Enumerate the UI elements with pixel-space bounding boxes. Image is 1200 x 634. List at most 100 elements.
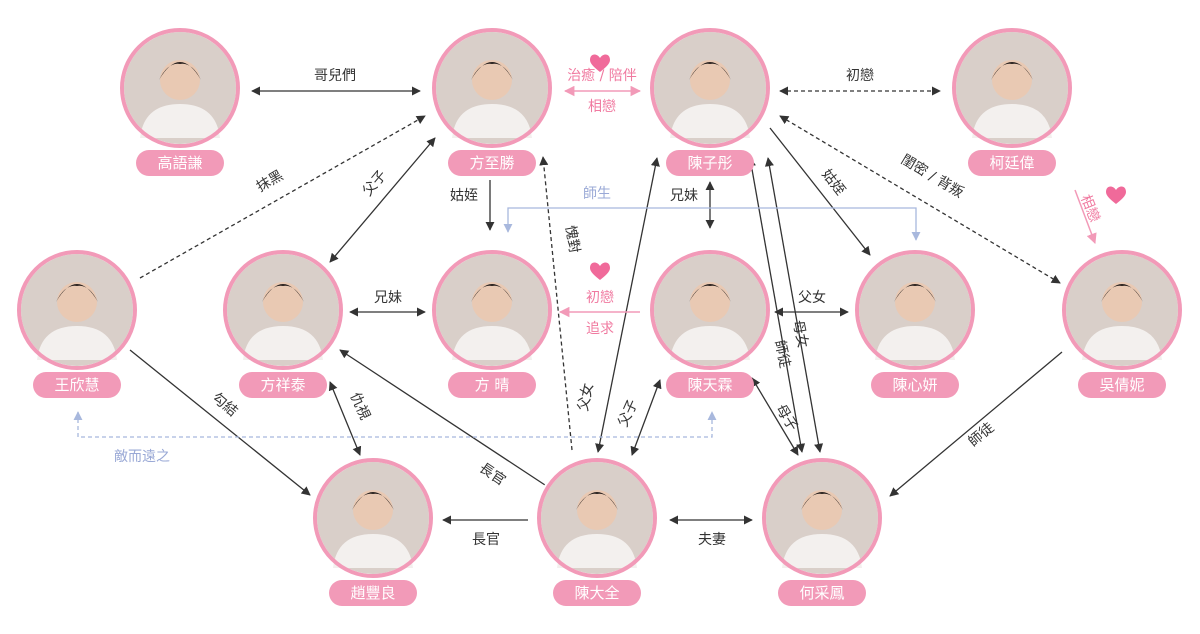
edge-daquan-tianlin — [630, 379, 662, 456]
person-hair-icon — [689, 62, 731, 80]
label-tianlin-xinyan: 父女 — [798, 289, 826, 306]
person-hair-icon — [471, 284, 513, 302]
character-name: 方祥泰 — [260, 376, 305, 394]
label-siblings: 兄妹 — [670, 188, 698, 204]
person-hair-icon — [991, 62, 1033, 80]
name-tag — [778, 580, 866, 606]
name-tag — [1078, 372, 1166, 398]
label-daquan-tianlin: 父子 — [615, 397, 641, 429]
person-body-icon — [333, 534, 413, 568]
character-name: 陳大全 — [574, 584, 619, 602]
character-node-zitong: 陳子彤 — [648, 26, 772, 176]
person-head-icon — [1102, 282, 1142, 322]
name-tag — [448, 372, 536, 398]
name-tag — [239, 372, 327, 398]
character-name: 王欣慧 — [54, 376, 99, 394]
label-first-love: 初戀 — [846, 67, 874, 84]
edge-xinhui-fengliang — [129, 349, 311, 496]
avatar-ring — [952, 28, 1072, 148]
avatar-ring — [223, 250, 343, 370]
character-node-tingwei: 柯廷偉 — [950, 26, 1074, 176]
character-name: 陳子彤 — [687, 154, 732, 172]
person-head-icon — [577, 490, 617, 530]
heart-icon — [590, 262, 610, 280]
name-tag — [33, 372, 121, 398]
love-edges — [558, 85, 1097, 318]
label-tingwei-qianni: 相戀 — [1077, 193, 1102, 225]
person-hair-icon — [352, 492, 394, 510]
name-tag — [666, 372, 754, 398]
person-hair-icon — [1101, 284, 1143, 302]
edge-caifeng-tianlin — [751, 377, 799, 456]
person-head-icon — [895, 282, 935, 322]
character-name: 趙豐良 — [350, 584, 395, 602]
person-hair-icon — [56, 284, 98, 302]
edge-qianni-caifeng — [889, 351, 1063, 497]
edge-zitong-xinyan — [769, 127, 871, 256]
label-close-betray: 閨密 / 背叛 — [898, 151, 966, 201]
name-tag — [666, 150, 754, 176]
person-hair-icon — [689, 284, 731, 302]
character-name: 陳心妍 — [892, 376, 937, 394]
label-qing-first-love: 初戀 — [586, 289, 614, 306]
label-father-son: 父子 — [360, 168, 390, 200]
label-teacher-student: 師生 — [583, 186, 611, 202]
heart-icon — [1106, 186, 1126, 204]
person-head-icon — [690, 282, 730, 322]
character-name: 吳倩妮 — [1099, 376, 1144, 394]
character-node-xinyan: 陳心妍 — [853, 248, 977, 398]
label-gao-zhisheng: 哥兒們 — [314, 68, 356, 84]
label-aunt-niece: 姑姪 — [818, 167, 848, 199]
name-tag — [136, 150, 224, 176]
edge-tingwei-qianni — [1074, 189, 1097, 244]
label-hostile: 仇視 — [346, 390, 372, 422]
label-pursue: 追求 — [586, 321, 614, 337]
character-node-qing: 方 晴 — [430, 248, 554, 398]
character-name: 方至勝 — [469, 154, 514, 172]
person-hair-icon — [159, 62, 201, 80]
character-node-xiangtai: 方祥泰 — [221, 248, 345, 398]
label-smear: 抹黑 — [254, 168, 286, 196]
edge-zhisheng-xiangtai — [329, 137, 436, 263]
avatar-ring — [313, 458, 433, 578]
avatar-ring — [762, 458, 882, 578]
teacher-student-edge — [503, 207, 921, 241]
person-head-icon — [472, 282, 512, 322]
character-name: 陳天霖 — [687, 376, 732, 394]
label-superior-1: 長官 — [476, 460, 508, 489]
character-node-daquan: 陳大全 — [535, 456, 659, 606]
avatar-ring — [432, 28, 552, 148]
person-body-icon — [670, 326, 750, 360]
heart-icon — [590, 54, 610, 72]
name-tag — [968, 150, 1056, 176]
avatar-ring — [432, 250, 552, 370]
character-nodes: 高語謙方至勝陳子彤柯廷偉王欣慧方祥泰方 晴陳天霖陳心妍吳倩妮趙豐良陳大全何采鳳 — [15, 26, 1184, 606]
label-enemy: 敵而遠之 — [114, 449, 170, 465]
label-qianni-caifeng: 師徒 — [966, 420, 998, 450]
avatar-ring — [537, 458, 657, 578]
person-body-icon — [37, 326, 117, 360]
edge-daquan-zitong — [595, 157, 660, 453]
label-heal: 治癒 / 陪伴 — [567, 68, 637, 84]
avatar-ring — [855, 250, 975, 370]
avatar-ring — [120, 28, 240, 148]
character-name: 柯廷偉 — [989, 154, 1034, 172]
label-collude: 勾結 — [209, 390, 241, 420]
person-body-icon — [875, 326, 955, 360]
person-body-icon — [452, 104, 532, 138]
person-body-icon — [782, 534, 862, 568]
name-tag — [871, 372, 959, 398]
character-node-fengliang: 趙豐良 — [311, 456, 435, 606]
person-head-icon — [353, 490, 393, 530]
person-head-icon — [472, 60, 512, 100]
character-node-zhisheng: 方至勝 — [430, 26, 554, 176]
edge-zitong-qianni — [779, 115, 1061, 284]
label-mentor-disciple: 師徒 — [771, 339, 792, 370]
person-hair-icon — [262, 284, 304, 302]
avatar-ring — [650, 250, 770, 370]
person-head-icon — [263, 282, 303, 322]
character-name: 高語謙 — [157, 154, 202, 172]
avatar-ring — [17, 250, 137, 370]
person-body-icon — [140, 104, 220, 138]
